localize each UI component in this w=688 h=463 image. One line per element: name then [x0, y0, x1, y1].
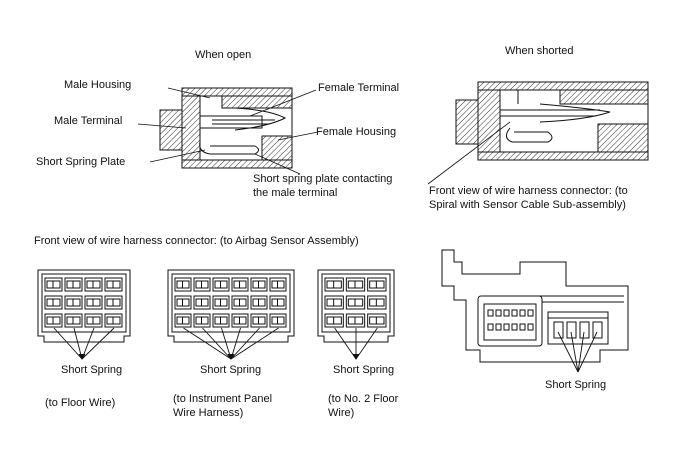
female-housing-label: Female Housing — [316, 126, 397, 138]
short-spring-lines-3 — [334, 327, 378, 360]
shorted-leader-line — [427, 121, 511, 185]
when-open-title: When open — [195, 49, 252, 61]
open-leader-lines — [137, 87, 319, 175]
spiral-short-spring-lines — [557, 331, 598, 373]
spiral-front-view-line2: Spiral with Sensor Cable Sub-assembly) — [429, 199, 626, 211]
short-spring-label-2: Short Spring — [200, 364, 262, 376]
spiral-front-view-line1: Front view of wire harness connector: (t… — [429, 185, 628, 197]
airbag-front-view-caption: Front view of wire harness connector: (t… — [34, 235, 359, 247]
male-terminal-label: Male Terminal — [54, 115, 123, 127]
harness-connectors — [37, 269, 395, 360]
shorted-connector-section — [455, 81, 649, 161]
harness-connector-2 — [167, 269, 295, 360]
short-spring-lines-2 — [183, 327, 279, 360]
short-spring-label-3: Short Spring — [333, 364, 395, 376]
harness-connector-1 — [37, 269, 131, 360]
dest-no2-floor-line2: Wire) — [328, 407, 355, 419]
short-spring-lines-1 — [53, 327, 115, 360]
male-housing-label: Male Housing — [64, 79, 132, 91]
dest-no2-floor-line1: (to No. 2 Floor — [328, 393, 399, 405]
contact-note-line2: the male terminal — [253, 187, 338, 199]
spiral-short-spring-label: Short Spring — [545, 379, 607, 391]
when-shorted-title: When shorted — [505, 45, 574, 57]
dest-floor-wire: (to Floor Wire) — [45, 397, 116, 409]
spiral-connector-view — [441, 249, 629, 363]
dest-instrument-panel-line1: (to Instrument Panel — [173, 393, 273, 405]
contact-note-line1: Short spring plate contacting — [253, 173, 393, 185]
harness-connector-3 — [317, 269, 395, 360]
short-spring-plate-label: Short Spring Plate — [36, 156, 126, 168]
open-connector-section — [159, 87, 293, 169]
dest-instrument-panel-line2: Wire Harness) — [173, 407, 244, 419]
female-terminal-label: Female Terminal — [318, 82, 400, 94]
short-spring-label-1: Short Spring — [61, 364, 123, 376]
